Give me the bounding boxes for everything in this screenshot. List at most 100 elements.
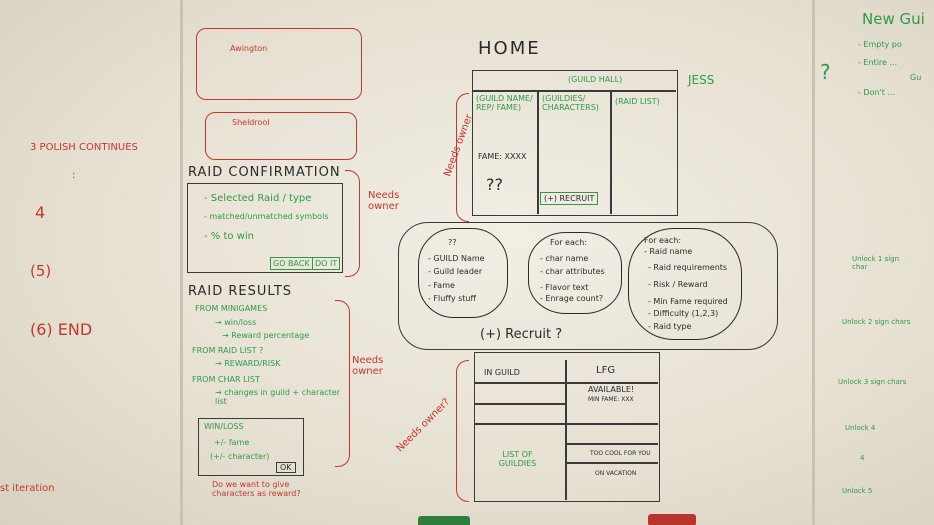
column-header: (GUILDIES/ CHARACTERS) — [542, 94, 599, 112]
iteration-label: st iteration — [0, 483, 55, 494]
cloud-item: - Fame — [428, 281, 455, 290]
raid-confirmation-panel — [187, 183, 343, 273]
cloud-item: - Min Fame required — [648, 297, 728, 306]
unlock-step: 4 — [860, 454, 865, 462]
gui-note: - Empty po — [858, 40, 902, 49]
divider — [474, 423, 658, 425]
cloud-item: - Raid type — [648, 322, 692, 331]
divider — [474, 382, 658, 384]
raid-results-line: → changes in guild + character list — [215, 388, 341, 406]
cloud-item: - Flavor text — [540, 283, 589, 292]
column-header: (GUILD NAME/ REP/ FAME) — [476, 94, 533, 112]
guildies-list-label: LIST OF GUILDIES — [498, 450, 537, 468]
do-it-button[interactable]: DO IT — [312, 257, 341, 270]
divider — [565, 360, 567, 500]
step-6-end: (6) END — [30, 320, 93, 339]
win-loss-line: (+/- character) — [210, 452, 270, 461]
reward-question: Do we want to give characters as reward? — [212, 480, 301, 498]
cloud-item: - Fluffy stuff — [428, 294, 476, 303]
character-card-sketch — [205, 112, 357, 160]
new-gui-title: New Gui — [862, 10, 925, 28]
cloud-item: - Enrage count? — [540, 294, 604, 303]
bracket — [456, 360, 469, 502]
cloud-head: For each: — [644, 236, 682, 245]
cloud-head: For each: — [550, 238, 588, 247]
step-5: (5) — [30, 262, 52, 280]
raid-results-line: FROM MINIGAMES — [195, 304, 268, 313]
raid-confirmation-title: RAID CONFIRMATION — [188, 165, 341, 180]
raid-results-line: FROM CHAR LIST — [192, 375, 260, 384]
ellipsis: : — [72, 170, 76, 181]
in-guild-header: IN GUILD — [484, 368, 520, 377]
raid-confirmation-item: - Selected Raid / type — [204, 193, 312, 204]
win-loss-panel — [198, 418, 304, 476]
character-info-cloud — [528, 232, 622, 314]
needs-owner-label: Needs owner — [352, 355, 384, 377]
unlock-step: Unlock 4 — [845, 424, 876, 432]
unlock-step: Unlock 3 sign chars — [838, 378, 907, 386]
raid-confirmation-item: - % to win — [204, 231, 254, 242]
divider — [537, 90, 539, 214]
sketch-name: Sheldrool — [232, 118, 270, 127]
raid-results-title: RAID RESULTS — [188, 284, 293, 299]
green-marker[interactable] — [418, 516, 470, 525]
unlock-step: Unlock 5 — [842, 487, 873, 495]
unknown-marks: ?? — [486, 175, 503, 194]
cloud-item: - Raid name — [644, 247, 693, 256]
step-4: 4 — [35, 203, 46, 222]
guild-info-cloud — [418, 228, 508, 318]
needs-owner-label: Needs owner? — [394, 396, 453, 455]
board-seam — [180, 0, 183, 525]
divider — [474, 403, 565, 405]
raid-results-line: → Reward percentage — [222, 331, 310, 340]
available-label: AVAILABLE! — [588, 385, 635, 394]
character-card-sketch — [196, 28, 362, 100]
cloud-item: - Difficulty (1,2,3) — [648, 309, 719, 318]
divider — [565, 443, 658, 445]
sketch-name: Awington — [230, 44, 268, 53]
win-loss-line: +/- fame — [214, 438, 250, 447]
cloud-head: ?? — [448, 238, 457, 247]
too-cool-label: TOO COOL FOR YOU — [590, 450, 651, 457]
unlock-step: Unlock 1 sign char — [852, 255, 900, 271]
details-container — [398, 222, 778, 350]
gui-note: - Entire ... — [858, 58, 898, 67]
divider — [472, 90, 676, 92]
cloud-item: - char attributes — [540, 267, 605, 276]
cloud-item: - Risk / Reward — [648, 280, 708, 289]
bracket — [335, 300, 350, 467]
recruit-screen-title: (+) Recruit ? — [480, 327, 563, 342]
needs-owner-label: Needs owner — [368, 190, 400, 212]
go-back-button[interactable]: GO BACK — [270, 257, 313, 270]
divider — [565, 462, 658, 464]
home-title: HOME — [478, 38, 541, 59]
raid-results-line: FROM RAID LIST ? — [192, 346, 264, 355]
cloud-item: - GUILD Name — [428, 254, 485, 263]
gui-note: - Don't ... — [858, 88, 896, 97]
recruit-button[interactable]: (+) RECRUIT — [540, 192, 599, 205]
jess-label: JESS — [688, 73, 715, 87]
raid-info-cloud — [628, 228, 742, 340]
bracket — [345, 170, 360, 277]
recruit-screen-mockup — [474, 352, 660, 502]
gui-note: Gu — [910, 73, 922, 82]
board-seam — [812, 0, 815, 525]
unlock-step: Unlock 2 sign chars — [842, 318, 911, 326]
raid-results-line: → REWARD/RISK — [215, 359, 281, 368]
raid-results-line: → win/loss — [215, 318, 257, 327]
ok-button[interactable]: OK — [276, 462, 296, 473]
min-fame-label: MIN FAME: XXX — [588, 396, 634, 403]
vacation-label: ON VACATION — [595, 470, 637, 477]
cloud-item: - char name — [540, 254, 589, 263]
step-3: 3 POLISH CONTINUES — [30, 142, 138, 153]
question-mark: ? — [820, 60, 831, 84]
guild-hall-label: (GUILD HALL) — [568, 75, 623, 84]
fame-label: FAME: XXXX — [478, 152, 527, 161]
cloud-item: - Raid requirements — [648, 263, 728, 272]
divider — [610, 90, 612, 214]
red-marker[interactable] — [648, 514, 696, 525]
lfg-header: LFG — [596, 365, 616, 376]
home-screen-mockup — [472, 70, 678, 216]
raid-confirmation-item: - matched/unmatched symbols — [204, 212, 329, 221]
